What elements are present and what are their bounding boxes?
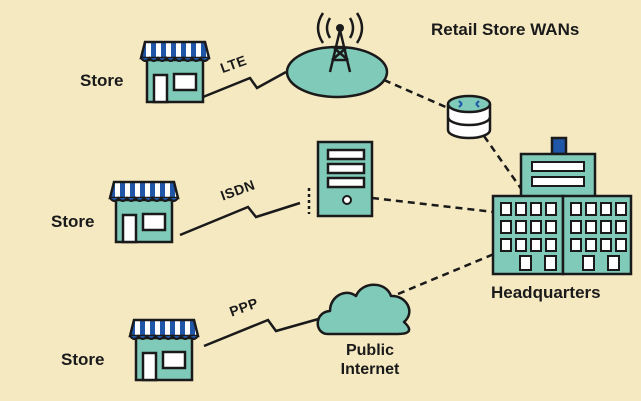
lte-link-line	[202, 70, 287, 99]
ppp-link-line	[203, 316, 323, 348]
store-icon	[128, 318, 200, 382]
store-icon	[139, 40, 211, 104]
cloud-icon	[316, 283, 411, 336]
store-label: Store	[51, 212, 95, 231]
server-to-hq-link	[371, 196, 495, 214]
store-label: Store	[80, 71, 124, 90]
store-label: Store	[61, 350, 105, 369]
server-icon	[307, 140, 374, 218]
database-to-hq-link	[482, 135, 524, 191]
isdn-link-line	[179, 201, 301, 237]
headquarters-building-icon	[491, 136, 633, 276]
database-icon	[446, 94, 492, 140]
public-internet-line2: Internet	[340, 361, 400, 378]
public-internet-line1: Public	[345, 342, 394, 359]
diagram-title: Retail Store WANs	[431, 20, 580, 39]
public-internet-label: Public Internet	[325, 341, 415, 379]
dashed-connections	[371, 78, 524, 296]
headquarters-label: Headquarters	[491, 283, 601, 302]
store-icon	[108, 180, 180, 244]
cell-tower-icon	[285, 12, 389, 99]
internet-to-hq-link	[397, 252, 495, 296]
tower-to-database-link	[383, 78, 449, 110]
